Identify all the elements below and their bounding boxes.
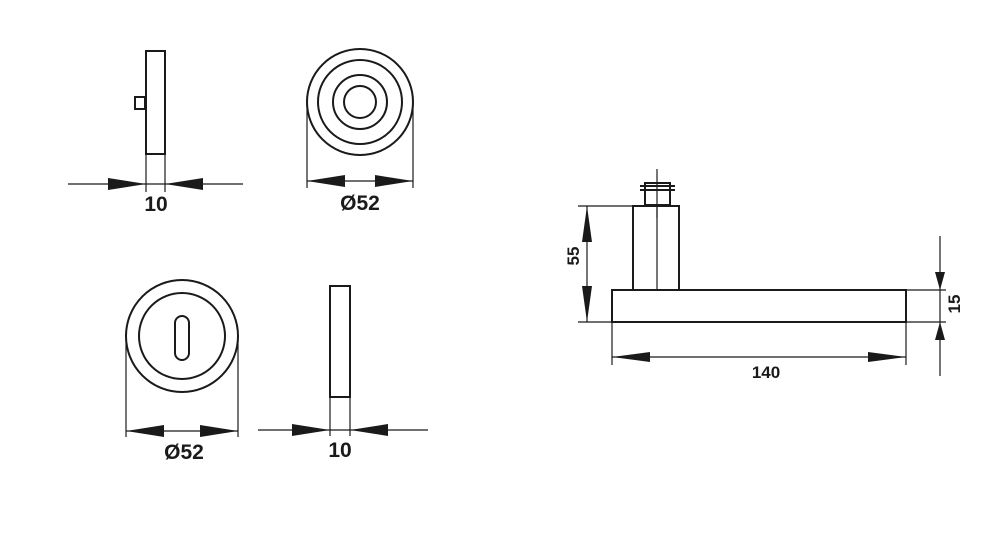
dimension-arrow <box>350 424 388 436</box>
handle-length-label: 140 <box>752 363 780 382</box>
escutcheon-front-view: Ø52 <box>125 279 239 464</box>
dimension-arrow <box>612 352 650 362</box>
dimension-arrow <box>868 352 906 362</box>
rose-spindle-stub <box>134 96 146 110</box>
dimension-arrow <box>292 424 330 436</box>
rose-diameter-label: Ø52 <box>340 192 380 215</box>
handle-height-label: 55 <box>564 247 583 266</box>
dimension-arrow <box>307 175 345 187</box>
dimension-arrow <box>582 206 592 242</box>
keyhole-slot <box>174 315 190 361</box>
dimension-arrow <box>126 425 164 437</box>
rose-inner-circle <box>332 74 388 130</box>
dimension-arrow <box>108 178 146 190</box>
lever-bar <box>611 289 907 323</box>
rose-side-profile <box>145 50 166 155</box>
rose-side-view: 10 <box>68 50 243 216</box>
rose-width-label: 10 <box>144 193 167 216</box>
rose-spindle-hole <box>343 85 377 119</box>
dimension-arrow <box>165 178 203 190</box>
dimension-arrow <box>935 322 945 340</box>
dimension-arrow <box>200 425 238 437</box>
handle-thickness-label: 15 <box>945 295 964 314</box>
escutcheon-side-profile <box>329 285 351 398</box>
escutcheon-inner-circle <box>138 292 226 380</box>
rose-outer-circle <box>306 48 414 156</box>
escutcheon-outer-circle <box>125 279 239 393</box>
escutcheon-diameter-label: Ø52 <box>164 441 204 464</box>
escutcheon-width-label: 10 <box>328 439 351 462</box>
dimension-arrow <box>582 286 592 322</box>
handle-neck <box>632 205 680 291</box>
escutcheon-side-view: 10 <box>258 285 428 462</box>
rose-front-view: Ø52 <box>306 48 414 215</box>
dimension-arrow <box>375 175 413 187</box>
rose-middle-circle <box>317 59 403 145</box>
dimension-arrow <box>935 272 945 290</box>
lever-handle-view: 55 15 140 <box>564 169 964 382</box>
